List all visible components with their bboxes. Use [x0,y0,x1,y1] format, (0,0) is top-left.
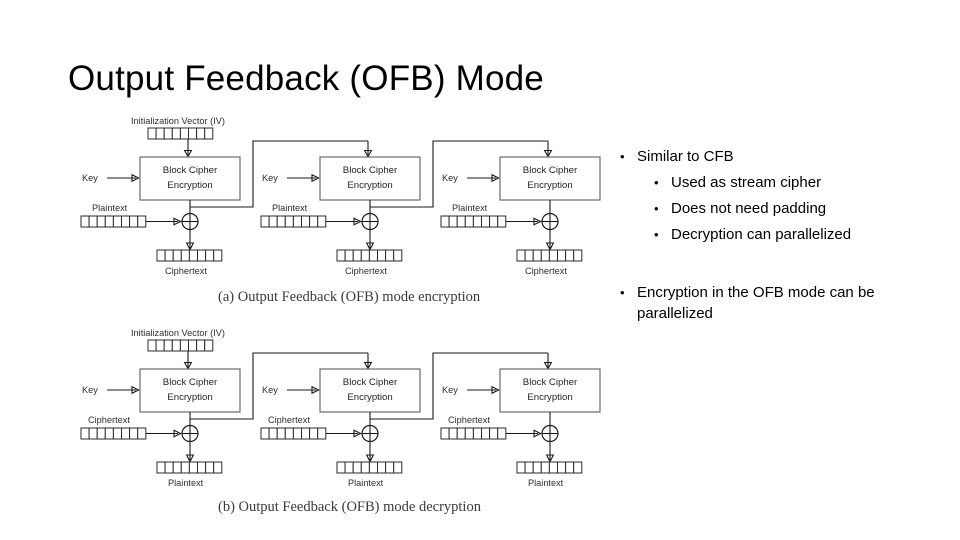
block-cipher-line2: Encryption [527,180,572,191]
input-label: Plaintext [452,203,488,213]
block-cipher-box [499,156,601,201]
output-cells [516,461,583,474]
bullet-item-similar-to-cfb: • Similar to CFB [620,144,950,170]
output-cells [516,249,583,262]
output-label: Ciphertext [525,266,567,276]
block-cipher-line1: Block Cipher [343,165,398,176]
bullet-marker-icon: • [654,227,659,242]
xor-gate [361,424,379,443]
xor-gate [541,424,559,443]
input-cells [260,427,327,440]
key-label: Key [262,385,278,395]
block-cipher-line2: Encryption [527,392,572,403]
block-cipher-line1: Block Cipher [163,377,218,388]
bullet-item-stream-cipher: • Used as stream cipher [654,170,950,196]
block-cipher-box [499,368,601,413]
key-label: Key [442,173,458,183]
bullet-text: Does not need padding [671,200,827,217]
figure-ofb-encryption: Initialization Vector (IV) Block Cipher … [78,108,608,313]
xor-gate [361,212,379,231]
output-label: Ciphertext [165,266,207,276]
input-cells [440,427,507,440]
bullet-marker-icon: • [620,285,625,300]
output-cells [156,249,223,262]
bullet-item-no-padding: • Does not need padding [654,196,950,222]
input-label: Ciphertext [88,415,130,425]
output-cells [156,461,223,474]
ofb-decryption-diagram: Initialization Vector (IV) Block Cipher … [80,328,601,488]
input-label: Plaintext [92,203,128,213]
input-label: Ciphertext [448,415,490,425]
bullet-group-secondary: • Encryption in the OFB mode can be para… [620,282,950,324]
figure-caption-encryption: (a) Output Feedback (OFB) mode encryptio… [218,289,481,305]
output-label: Plaintext [528,478,564,488]
iv-cells [147,127,214,140]
bullet-panel: • Similar to CFB • Used as stream cipher… [620,144,950,324]
bullet-text: Similar to CFB [637,148,734,165]
xor-gate [541,212,559,231]
output-label: Plaintext [348,478,384,488]
bullet-marker-icon: • [620,149,625,164]
iv-cells [147,339,214,352]
page-title: Output Feedback (OFB) Mode [68,59,544,98]
key-label: Key [442,385,458,395]
key-label: Key [82,173,98,183]
block-cipher-box [319,368,421,413]
block-cipher-box [319,156,421,201]
bullet-item-encryption-parallelized: • Encryption in the OFB mode can be para… [620,282,950,324]
block-cipher-line2: Encryption [167,180,212,191]
input-label: Plaintext [272,203,308,213]
bullet-text: Decryption can parallelized [671,226,852,243]
output-label: Plaintext [168,478,204,488]
iv-label: Initialization Vector (IV) [131,116,225,126]
bullet-text: Used as stream cipher [671,174,822,191]
input-cells [440,215,507,228]
input-label: Ciphertext [268,415,310,425]
input-cells [80,215,147,228]
block-cipher-line1: Block Cipher [343,377,398,388]
block-cipher-box [139,368,241,413]
block-cipher-box [139,156,241,201]
block-cipher-line1: Block Cipher [523,165,578,176]
output-cells [336,249,403,262]
bullet-marker-icon: • [654,175,659,190]
input-cells [260,215,327,228]
block-cipher-line2: Encryption [347,392,392,403]
block-cipher-line2: Encryption [347,180,392,191]
key-label: Key [262,173,278,183]
block-cipher-line1: Block Cipher [163,165,218,176]
bullet-marker-icon: • [654,201,659,216]
figure-caption-decryption: (b) Output Feedback (OFB) mode decryptio… [218,499,481,515]
key-label: Key [82,385,98,395]
xor-gate [181,212,199,231]
bullet-text: Encryption in the OFB mode can be parall… [637,284,875,322]
output-label: Ciphertext [345,266,387,276]
iv-label: Initialization Vector (IV) [131,328,225,338]
bullet-item-decryption-parallelized: • Decryption can parallelized [654,222,950,248]
input-cells [80,427,147,440]
block-cipher-line1: Block Cipher [523,377,578,388]
figure-ofb-decryption: Initialization Vector (IV) Block Cipher … [78,320,608,525]
ofb-encryption-diagram: Initialization Vector (IV) Block Cipher … [80,116,601,276]
block-cipher-line2: Encryption [167,392,212,403]
output-cells [336,461,403,474]
bullet-group-primary: • Similar to CFB • Used as stream cipher… [620,144,950,248]
xor-gate [181,424,199,443]
